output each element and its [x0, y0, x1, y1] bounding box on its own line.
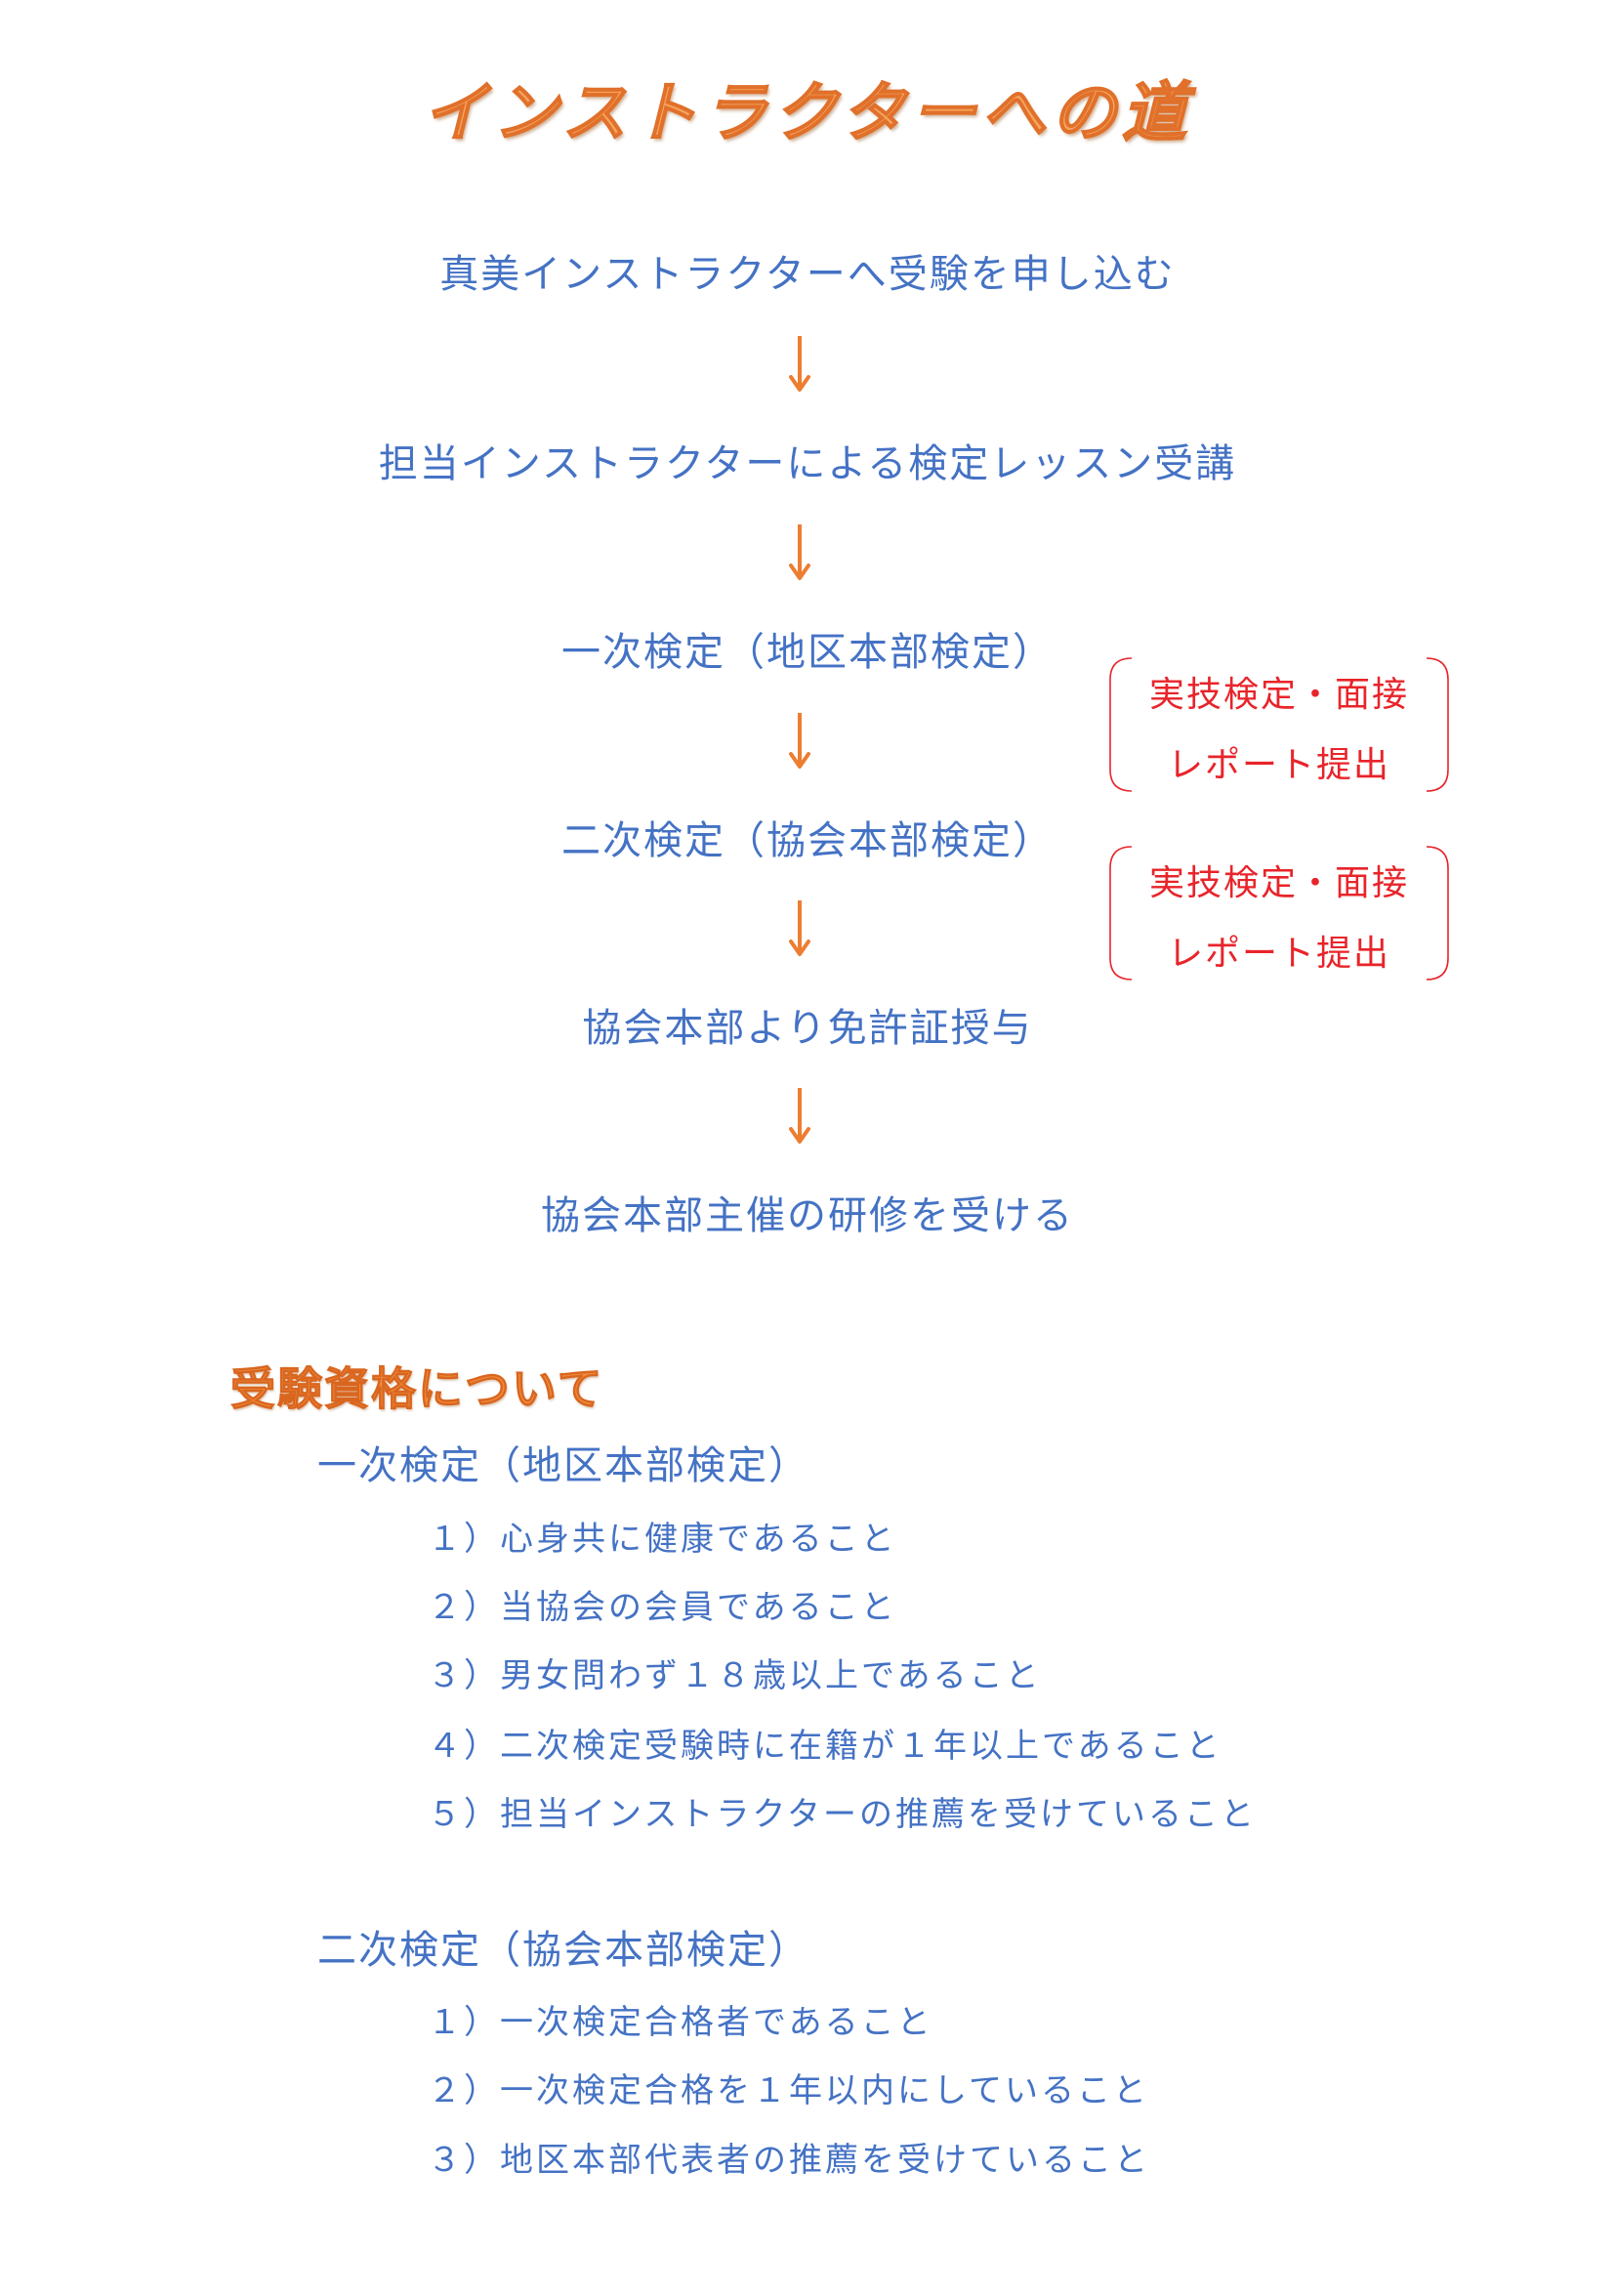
arrow-down-icon — [789, 713, 810, 769]
note-line: レポート提出 — [1167, 934, 1390, 974]
heading-first-exam: 一次検定（地区本部検定） — [317, 1443, 809, 1488]
flow-step-first-exam: 一次検定（地区本部検定） — [561, 630, 1054, 675]
list-item: ２）当協会の会員であること — [428, 1588, 897, 1627]
page-title: インストラクターへの道 — [422, 73, 1193, 151]
list-item: １）一次検定合格者であること — [428, 2003, 933, 2042]
list-item: １）心身共に健康であること — [428, 1520, 897, 1559]
section-title-qualifications: 受験資格について — [230, 1362, 604, 1416]
flow-step-training: 協会本部主催の研修を受ける — [541, 1193, 1074, 1238]
list-item: ２）一次検定合格を１年以内にしていること — [428, 2071, 1149, 2110]
bracket-icon — [1109, 657, 1449, 792]
heading-second-exam: 二次検定（協会本部検定） — [317, 1928, 809, 1973]
note-line: レポート提出 — [1167, 745, 1390, 785]
arrow-down-icon — [789, 524, 810, 580]
list-item: ４）二次検定受験時に在籍が１年以上であること — [428, 1727, 1222, 1766]
arrow-down-icon — [789, 900, 810, 956]
bracket-icon — [1109, 846, 1449, 981]
arrow-down-icon — [789, 1088, 810, 1144]
flow-step-license: 協会本部より免許証授与 — [582, 1006, 1033, 1051]
list-item: ３）男女問わず１８歳以上であること — [428, 1656, 1042, 1695]
list-item: ５）担当インストラクターの推薦を受けていること — [428, 1795, 1257, 1834]
note-line: 実技検定・面接 — [1148, 675, 1409, 715]
flow-step-second-exam: 二次検定（協会本部検定） — [561, 818, 1054, 863]
arrow-down-icon — [789, 336, 810, 392]
note-first-exam: 実技検定・面接 レポート提出 — [1108, 656, 1450, 793]
list-item: ３）地区本部代表者の推薦を受けていること — [428, 2141, 1150, 2180]
flow-step-apply: 真美インストラクターへ受験を申し込む — [439, 252, 1176, 297]
note-second-exam: 実技検定・面接 レポート提出 — [1108, 845, 1450, 981]
note-line: 実技検定・面接 — [1148, 863, 1409, 903]
flow-step-lesson: 担当インストラクターによる検定レッスン受講 — [378, 441, 1237, 486]
